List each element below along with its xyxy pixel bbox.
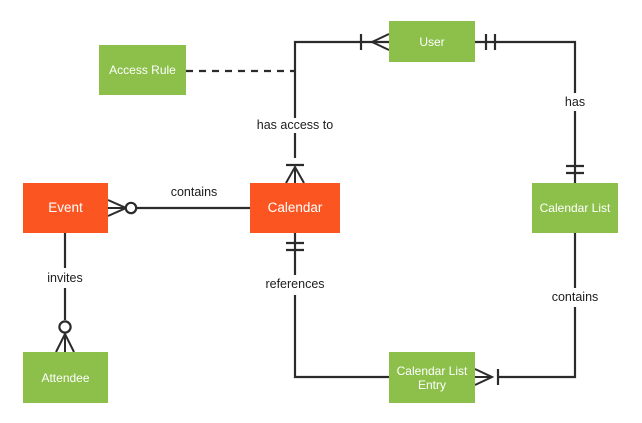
entity-calendar-list-entry[interactable]: Calendar List Entry [389, 352, 475, 403]
relationship-label-invites: invites [44, 271, 86, 285]
crowfoot-calendar-list-entry-right [474, 368, 500, 386]
entity-label-attendee: Attendee [41, 370, 90, 385]
crowfoot-attendee-top [55, 320, 75, 353]
entity-label-event: Event [48, 200, 83, 215]
relationship-label-has: has [561, 95, 589, 109]
one-and-only-one-calendar-list-top [566, 164, 584, 175]
crowfoot-event-right [107, 199, 138, 217]
entity-label-calendar-list-entry: Calendar List Entry [396, 363, 468, 392]
entity-event[interactable]: Event [23, 183, 108, 233]
entity-access-rule[interactable]: Access Rule [99, 45, 186, 95]
relationship-label-has-access-to: has access to [253, 118, 337, 132]
crowfoot-user-left [359, 33, 390, 51]
entity-attendee[interactable]: Attendee [23, 352, 108, 403]
relationship-label-references: references [262, 277, 328, 291]
entity-user[interactable]: User [389, 21, 475, 62]
entity-calendar-list[interactable]: Calendar List [532, 183, 618, 233]
connector-calendar-references-lower [293, 295, 389, 379]
relationship-label-contains-entry: contains [548, 290, 602, 304]
entity-label-calendar: Calendar [267, 200, 323, 215]
connector-has-access-to-lower [293, 40, 389, 118]
entity-label-user: User [419, 34, 445, 49]
crowfoot-calendar-top [285, 163, 305, 184]
connector-calendar-list-contains-lower [498, 307, 577, 379]
relationship-label-contains-calendar: contains [167, 185, 221, 199]
connector-user-calendar-list [512, 40, 577, 93]
entity-label-calendar-list: Calendar List [539, 201, 611, 215]
one-and-only-one-user-right [475, 34, 512, 50]
entity-calendar[interactable]: Calendar [250, 183, 340, 233]
one-and-only-one-calendar-bottom [286, 241, 304, 252]
entity-label-access-rule: Access Rule [109, 63, 176, 77]
